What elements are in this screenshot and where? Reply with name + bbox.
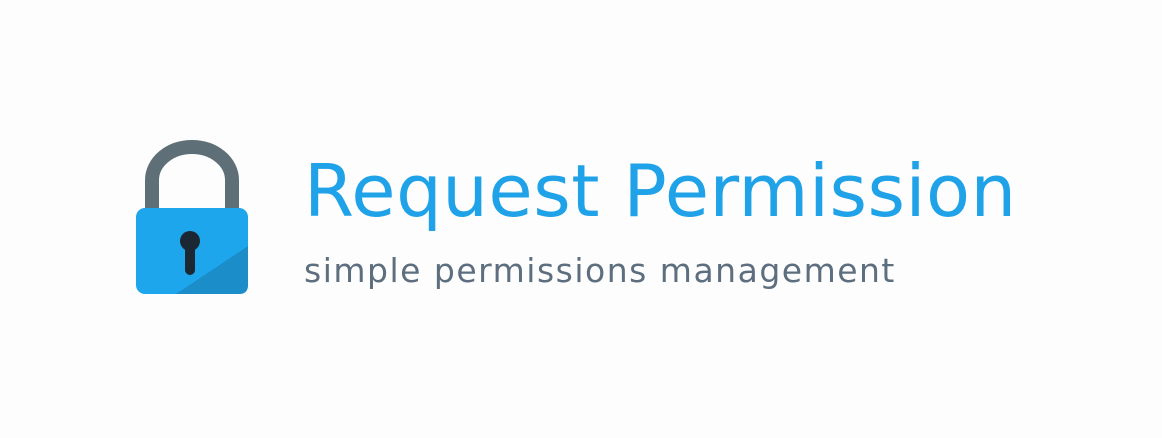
padlock-body-shade (176, 246, 248, 294)
padlock-shackle (145, 140, 239, 210)
keyhole-slot (185, 241, 195, 275)
padlock-icon (136, 140, 248, 294)
brand-tagline: simple permissions management (304, 251, 896, 290)
brand-title: Request Permission (304, 149, 1017, 233)
